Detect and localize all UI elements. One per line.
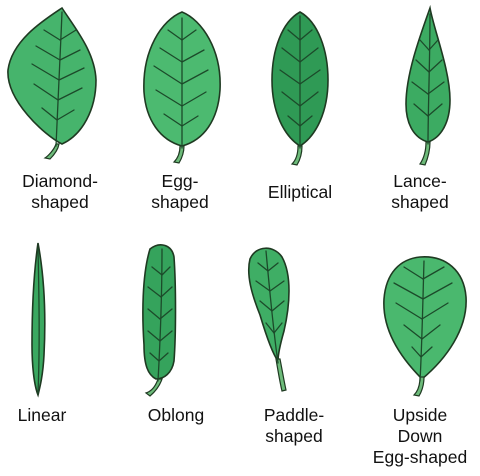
oblong-leaf-illustration [120, 235, 240, 400]
leaf-label: Lance- shaped [360, 171, 480, 213]
leaf-stem [414, 377, 424, 396]
leaf-cell-egg: Egg- shaped [120, 0, 240, 235]
leaf-cell-lance: Lance- shaped [360, 0, 480, 235]
leaf-stem [292, 146, 302, 165]
upside-down-egg-leaf-illustration [360, 235, 480, 400]
elliptical-leaf-illustration [240, 0, 360, 170]
leaf-label: Elliptical [240, 182, 360, 203]
label-line: Lance- [360, 171, 480, 192]
label-line: shaped [120, 192, 240, 213]
label-line: Oblong [116, 405, 236, 426]
leaf-label: Diamond- shaped [0, 171, 120, 213]
leaf-cell-paddle: Paddle- shaped [240, 235, 360, 476]
label-line: shaped [234, 426, 354, 447]
label-line: Down [360, 426, 480, 447]
leaf-cell-linear: Linear [0, 235, 120, 476]
linear-leaf-illustration [0, 235, 120, 400]
leaf-label: Linear [0, 405, 102, 426]
leaf-label: Egg- shaped [120, 171, 240, 213]
diamond-leaf-illustration [0, 0, 120, 170]
leaf-stem [146, 379, 162, 396]
lance-leaf-illustration [360, 0, 480, 170]
label-line: Upside [360, 405, 480, 426]
label-line: Diamond- [0, 171, 120, 192]
leaf-stem [420, 142, 430, 165]
leaf-stem [276, 359, 286, 391]
leaf-cell-elliptical: Elliptical [240, 0, 360, 235]
leaf-stem [174, 146, 184, 163]
label-line: Egg-shaped [360, 447, 480, 468]
leaf-cell-oblong: Oblong [120, 235, 240, 476]
leaf-label: Upside Down Egg-shaped [360, 405, 480, 468]
egg-leaf-illustration [120, 0, 240, 170]
label-line: Paddle- [234, 405, 354, 426]
paddle-leaf-illustration [240, 235, 360, 400]
leaf-cell-upside-down-egg: Upside Down Egg-shaped [360, 235, 480, 476]
leaf-stem [45, 144, 59, 159]
label-line: shaped [360, 192, 480, 213]
label-line: shaped [0, 192, 120, 213]
leaf-label: Paddle- shaped [234, 405, 354, 447]
label-line: Egg- [120, 171, 240, 192]
leaf-label: Oblong [116, 405, 236, 426]
label-line: Elliptical [240, 182, 360, 203]
leaf-cell-diamond: Diamond- shaped [0, 0, 120, 235]
leaf-blade [249, 248, 289, 361]
label-line: Linear [0, 405, 102, 426]
